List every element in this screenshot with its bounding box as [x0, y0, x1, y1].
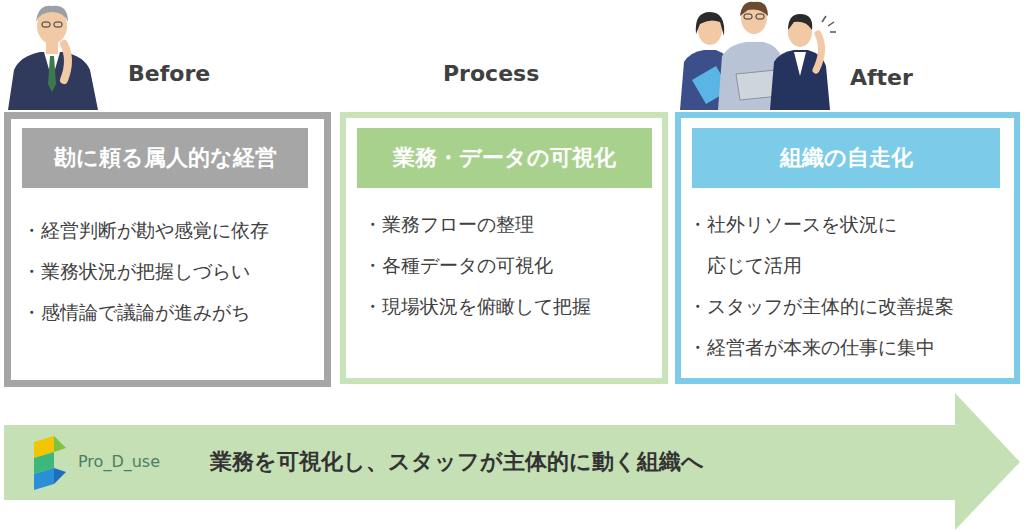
- stage-panel: After・社外リソースを状況に 応じて活用・スタッフが主体的に改善提案・経営者…: [675, 112, 1020, 384]
- team-group: [680, 2, 836, 110]
- stage-header-bar: 業務・データの可視化: [357, 128, 652, 188]
- stage-panel: Process・業務フローの整理・各種データの可視化・現場状況を俯瞰して把握業務…: [340, 112, 668, 384]
- bullet-item: ・経営判断が勘や感覚に依存: [22, 210, 269, 251]
- header-text: 業務・データの可視化: [393, 143, 616, 173]
- bullet-item: ・社外リソースを状況に 応じて活用: [688, 204, 980, 286]
- bullet-item: ・業務フローの整理: [363, 204, 591, 245]
- bullet-item: ・現場状況を俯瞰して把握: [363, 286, 591, 327]
- stage-header-bar: 組織の自走化: [692, 128, 1000, 188]
- summary-text: 業務を可視化し、スタッフが主体的に動く組織へ: [210, 448, 704, 476]
- header-text: 勘に頼る属人的な経営: [54, 143, 277, 173]
- stage-heading: Before: [128, 61, 210, 87]
- logo-label: Pro_D_use: [78, 452, 160, 472]
- bullet-item: ・スタッフが主体的に改善提案: [688, 286, 980, 327]
- stage-panel: Before・経営判断が勘や感覚に依存・業務状況が把握しづらい・感情論で議論が進…: [4, 112, 331, 387]
- stage-heading: Process: [443, 61, 539, 87]
- bullet-item: ・経営者が本来の仕事に集中: [688, 327, 980, 368]
- logo-icon: [34, 436, 66, 490]
- header-text: 組織の自走化: [780, 143, 913, 173]
- bullet-item: ・各種データの可視化: [363, 245, 591, 286]
- stage-heading: After: [850, 65, 913, 91]
- bullet-item: ・業務状況が把握しづらい: [22, 251, 269, 292]
- stage-header-bar: 勘に頼る属人的な経営: [22, 128, 308, 188]
- bullet-item: ・感情論で議論が進みがち: [22, 292, 269, 333]
- thinking-man: [8, 6, 98, 110]
